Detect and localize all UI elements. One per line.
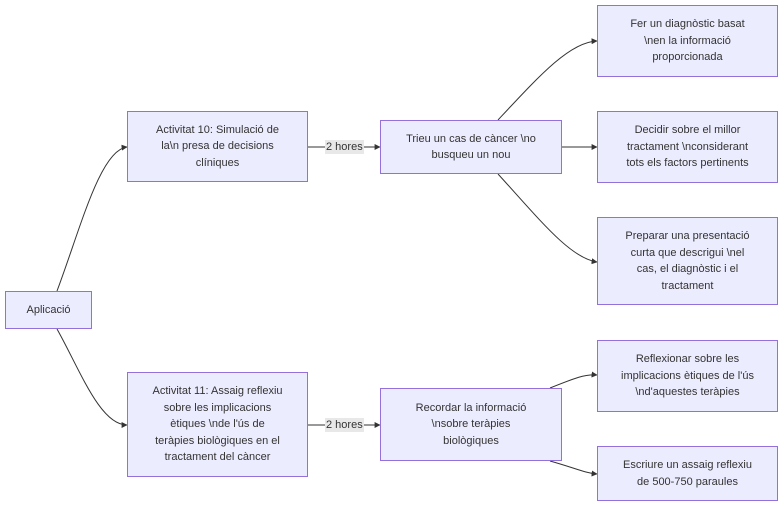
node-escriure-assaig[interactable]: Escriure un assaig reflexiu de 500-750 p… bbox=[597, 446, 778, 501]
node-fer-diagnostic[interactable]: Fer un diagnòstic basat \nen la informac… bbox=[597, 5, 778, 77]
node-reflexionar[interactable]: Reflexionar sobre les implicacions ètiqu… bbox=[597, 340, 778, 412]
edge-label-activitat11-recordar: 2 hores bbox=[325, 418, 364, 432]
node-recordar-informacio[interactable]: Recordar la informació \nsobre teràpies … bbox=[380, 388, 562, 461]
node-trieu-cas[interactable]: Trieu un cas de càncer \no busqueu un no… bbox=[380, 120, 562, 174]
edge-aplicacio-activitat11 bbox=[56, 328, 128, 428]
edge-aplicacio-activitat10 bbox=[56, 144, 128, 292]
node-preparar-presentacio[interactable]: Preparar una presentació curta que descr… bbox=[597, 217, 778, 305]
edge-label-activitat10-trieu: 2 hores bbox=[325, 140, 364, 154]
node-activitat-11[interactable]: Activitat 11: Assaig reflexiu sobre les … bbox=[127, 372, 308, 477]
node-aplicacio[interactable]: Aplicació bbox=[5, 291, 92, 329]
edge-recordar-escriure bbox=[549, 460, 598, 477]
node-decidir-tractament[interactable]: Decidir sobre el millor tractament \ncon… bbox=[597, 111, 778, 183]
edge-recordar-reflexionar bbox=[549, 371, 598, 389]
edge-trieu-preparar bbox=[497, 173, 598, 265]
node-activitat-10[interactable]: Activitat 10: Simulació de la\n presa de… bbox=[127, 111, 308, 182]
edge-trieu-fer-diagnostic bbox=[497, 38, 598, 121]
